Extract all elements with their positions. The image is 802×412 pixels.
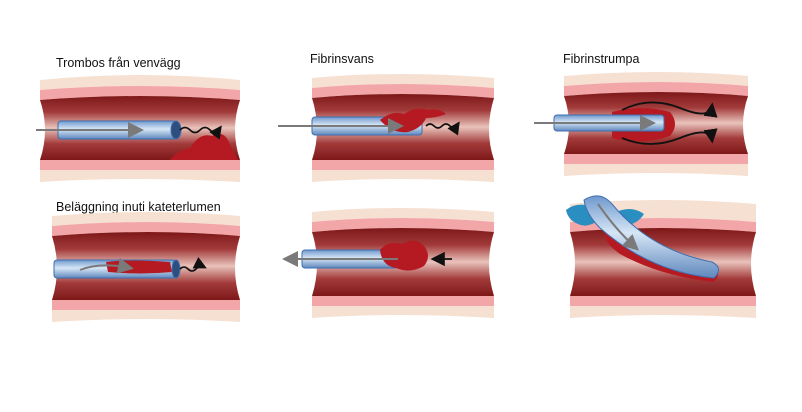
vessel-wall-bottom [40,160,240,170]
infusion-arrow [79,257,134,274]
vessel-tissue-top [564,72,748,86]
vessel-tissue-bottom [564,164,748,176]
curved-catheter [583,195,719,279]
panel-label-thrombus-vein-wall: Trombos från venvägg [56,56,181,70]
vessel-wall-top [312,84,494,98]
backflow-arrow-bottom [621,128,718,145]
vessel-wall-top [52,222,240,236]
vessel-tissue-bottom [40,170,240,182]
vessel-wall-top [312,218,494,232]
intraluminal-clot [106,260,172,274]
outflow-squiggle-arrow [179,256,207,272]
panel-label-fibrin-sleeve: Fibrinstrumpa [563,52,640,66]
vessel-tissue-top [52,212,240,226]
vessel-wall-bottom [312,296,494,306]
catheter-tip [170,120,182,140]
thrombus [170,133,238,160]
outflow-squiggle-arrow [179,125,222,140]
vessel-tissue-top [312,208,494,222]
vessel-tissue-bottom [52,310,240,322]
vessel-tissue-top [40,75,240,90]
panel-fibrin-sleeve [534,72,748,176]
panel-thrombus-vein-wall [36,75,240,182]
vessel-wall-top [40,86,240,100]
occluding-clot [380,240,428,271]
vessel-tissue-bottom [570,306,756,318]
panel-label-fibrin-tail: Fibrinsvans [310,52,374,66]
infusion-arrow [597,203,639,251]
vessel-tissue-bottom [312,170,494,182]
panel-intraluminal-coating [52,212,240,322]
vessel-wall-bottom [564,154,748,164]
catheter-tip [171,259,181,279]
vessel-wall-top [564,82,748,96]
panel-label-intraluminal-coating: Beläggning inuti kateterlumen [56,200,221,214]
panel-reverse-flow [282,208,494,318]
vessel-wall-bottom [570,296,756,306]
backflow-arrow-top [621,101,718,118]
vessel-wall-bottom [312,160,494,170]
panel-fibrin-tail [278,74,494,182]
outflow-squiggle-arrow [425,121,460,136]
vessel-wall-bottom [52,300,240,310]
vessel-tissue-bottom [312,306,494,318]
vessel-tissue-top [312,74,494,88]
panel-wall-thrombus-catheter [566,195,756,318]
